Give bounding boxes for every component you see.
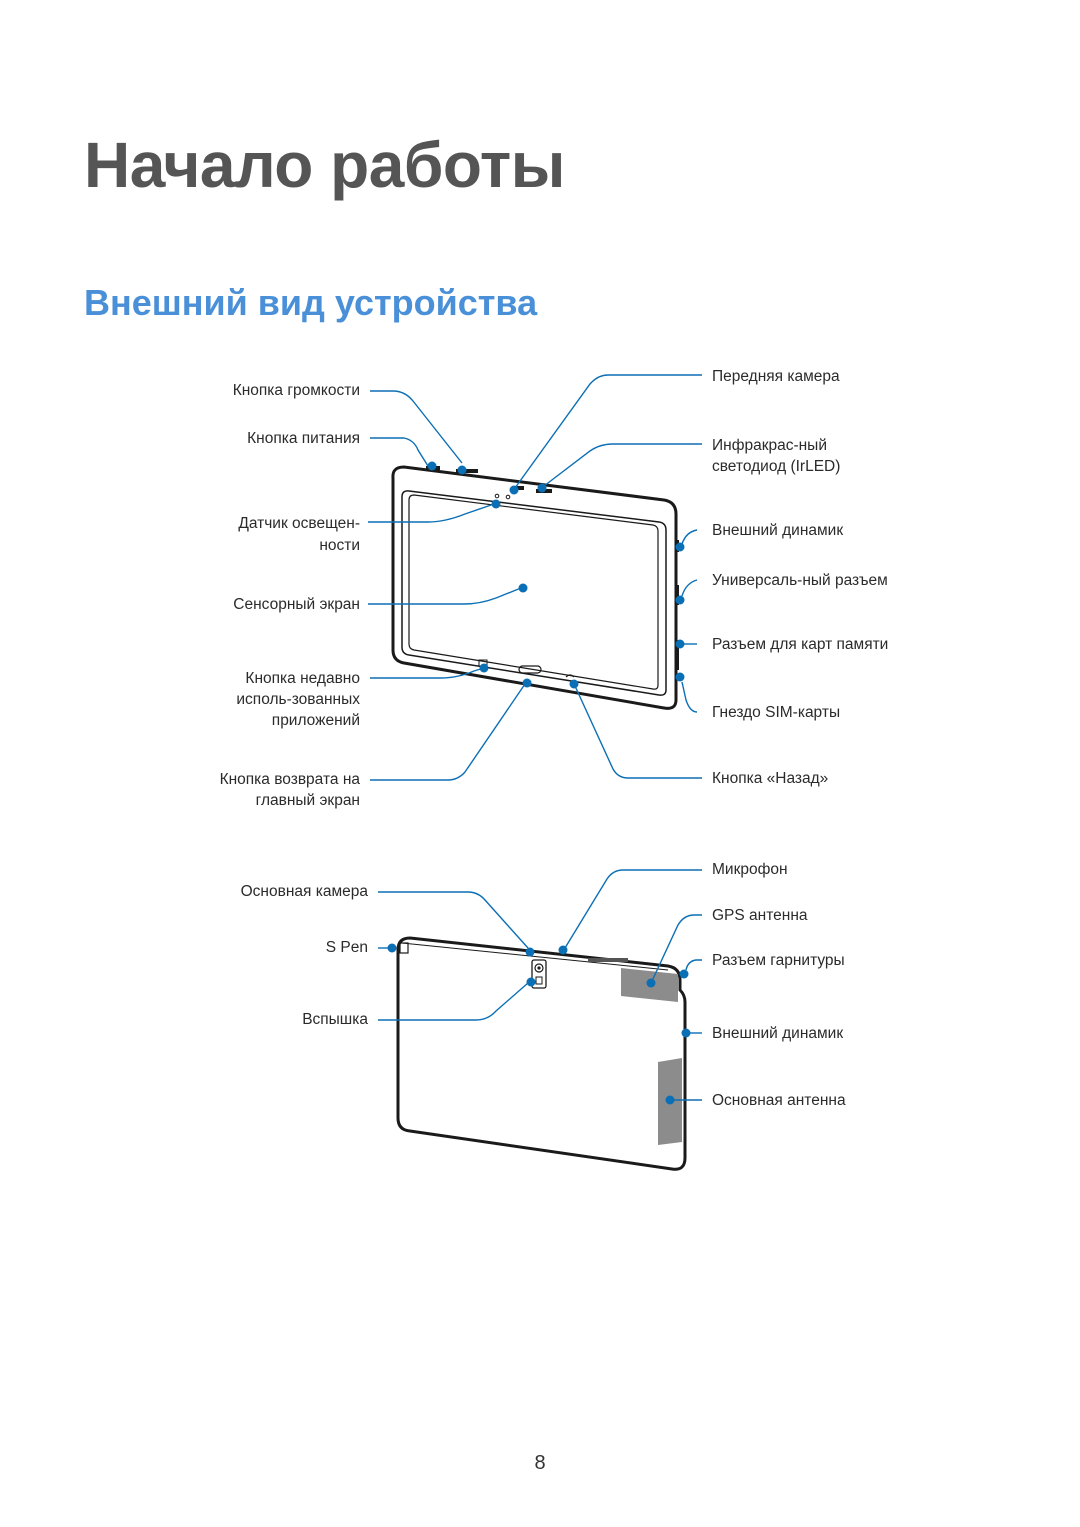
label-multipurpose-jack: Универсаль-ный разъем (712, 572, 888, 589)
back-leaders-left (378, 891, 536, 1021)
label-memory-card-slot: Разъем для карт памяти (712, 636, 889, 653)
label-light-sensor-1: Датчик освещен- (238, 515, 360, 532)
label-main-camera: Основная камера (240, 883, 368, 900)
label-recent-apps-1: Кнопка недавно (245, 670, 360, 687)
label-touchscreen: Сенсорный экран (233, 596, 360, 613)
front-leaders-right (509, 374, 702, 779)
label-home-button-1: Кнопка возврата на (219, 771, 360, 788)
section-title: Внешний вид устройства (84, 282, 538, 323)
label-speaker-back: Внешний динамик (712, 1025, 844, 1042)
tablet-back (396, 936, 687, 1171)
label-volume-button: Кнопка громкости (232, 382, 360, 399)
label-home-button-2: главный экран (255, 792, 360, 809)
label-microphone: Микрофон (712, 861, 788, 878)
label-irled-2: светодиод (IrLED) (712, 458, 841, 475)
chapter-title: Начало работы (84, 129, 565, 201)
label-sim-slot: Гнездо SIM-карты (712, 704, 841, 721)
label-flash: Вспышка (302, 1011, 368, 1028)
front-leaders-left (368, 390, 532, 781)
tablet-front (391, 465, 679, 710)
page-number: 8 (534, 1452, 546, 1474)
label-recent-apps-3: приложений (271, 712, 360, 729)
label-power-button: Кнопка питания (247, 430, 360, 447)
label-light-sensor-2: ности (319, 537, 360, 554)
back-leaders-right (558, 869, 702, 1105)
label-speaker-front: Внешний динамик (712, 522, 844, 539)
label-gps-antenna: GPS антенна (712, 907, 808, 924)
label-back-button: Кнопка «Назад» (712, 770, 829, 787)
label-s-pen: S Pen (325, 939, 368, 956)
label-recent-apps-2: исполь-зованных (236, 691, 360, 708)
label-headset-jack: Разъем гарнитуры (712, 952, 845, 969)
label-main-antenna: Основная антенна (712, 1092, 846, 1109)
label-irled-1: Инфракрас-ный (712, 437, 827, 454)
label-front-camera: Передняя камера (712, 368, 840, 385)
